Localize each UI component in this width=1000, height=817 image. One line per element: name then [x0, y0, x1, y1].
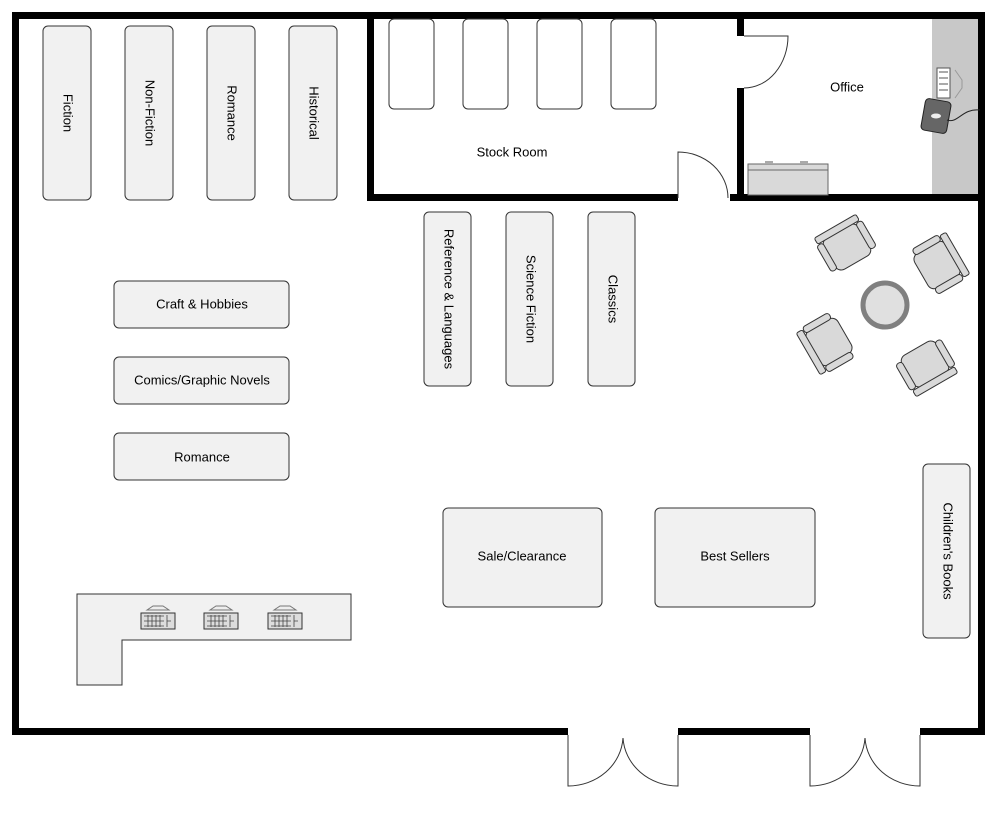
stock-rack	[388, 18, 435, 110]
svg-text:Children's Books: Children's Books	[941, 502, 956, 600]
armchair	[796, 313, 854, 375]
svg-text:Historical: Historical	[307, 86, 322, 140]
shelf-classics: Classics	[587, 211, 636, 387]
office-door[interactable]	[743, 35, 789, 89]
shelf-historical: Historical	[288, 25, 338, 201]
cash-register-icon	[267, 605, 303, 630]
shelf-childrens-books: Children's Books	[922, 463, 971, 639]
table-comics-graphic-novels: Comics/Graphic Novels	[113, 356, 290, 405]
shelf-science-fiction: Science Fiction	[505, 211, 554, 387]
armchair	[814, 214, 876, 272]
table-sale-clearance: Sale/Clearance	[442, 507, 603, 608]
svg-text:Fiction: Fiction	[61, 94, 76, 132]
entrance-door-right[interactable]	[809, 735, 921, 787]
round-table	[860, 280, 910, 330]
office-computer	[920, 67, 981, 134]
svg-text:Sale/Clearance: Sale/Clearance	[478, 548, 567, 563]
svg-text:Romance: Romance	[225, 85, 240, 141]
svg-text:Comics/Graphic Novels: Comics/Graphic Novels	[134, 372, 270, 387]
svg-text:Non-Fiction: Non-Fiction	[143, 80, 158, 146]
stock-room-racks	[388, 18, 657, 110]
walls	[12, 12, 985, 735]
shelf-romance-wall: Romance	[206, 25, 256, 201]
cash-register-icon	[203, 605, 239, 630]
svg-text:Science Fiction: Science Fiction	[524, 255, 539, 343]
svg-text:Romance: Romance	[174, 449, 230, 464]
armchair	[912, 232, 970, 294]
cash-register-icon	[140, 605, 176, 630]
table-craft-hobbies: Craft & Hobbies	[113, 280, 290, 329]
reading-area	[796, 214, 970, 397]
office-label: Office	[830, 79, 864, 94]
stock-rack	[536, 18, 583, 110]
svg-text:Reference & Languages: Reference & Languages	[442, 229, 457, 370]
table-romance: Romance	[113, 432, 290, 481]
shelf-non-fiction: Non-Fiction	[124, 25, 174, 201]
stock-room-door[interactable]	[677, 151, 729, 199]
stock-room-label: Stock Room	[477, 144, 548, 159]
stock-rack	[462, 18, 509, 110]
office-cabinet	[747, 161, 829, 196]
armchair	[896, 339, 958, 397]
svg-text:Best Sellers: Best Sellers	[700, 548, 770, 563]
stock-rack	[610, 18, 657, 110]
shelf-fiction: Fiction	[42, 25, 92, 201]
svg-text:Craft & Hobbies: Craft & Hobbies	[156, 296, 248, 311]
checkout-counter	[76, 593, 352, 686]
entrance-door-left[interactable]	[567, 735, 679, 787]
shelf-reference-languages: Reference & Languages	[423, 211, 472, 387]
svg-text:Classics: Classics	[606, 275, 621, 324]
table-best-sellers: Best Sellers	[654, 507, 816, 608]
